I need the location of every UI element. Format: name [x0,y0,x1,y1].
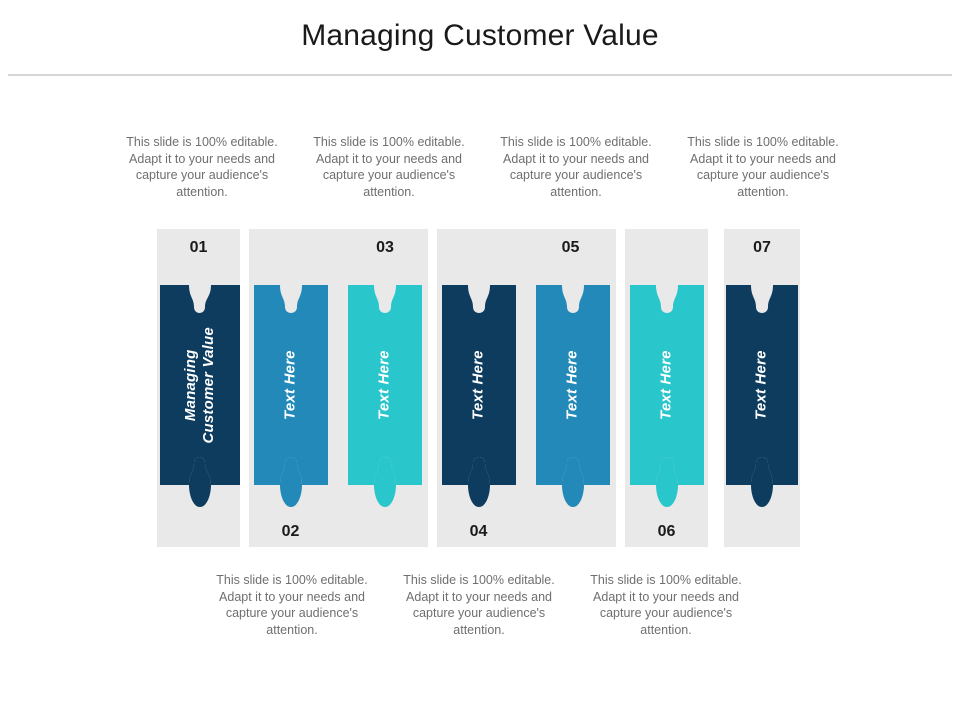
bar-3-shape [348,285,422,507]
bar-7[interactable]: Text Here [726,285,798,507]
bar-5-shape [536,285,610,507]
bar-4[interactable]: Text Here [442,285,516,507]
bar-2[interactable]: Text Here [254,285,328,507]
caption-top-2: This slide is 100% editable. Adapt it to… [313,135,465,199]
caption-bottom-3: This slide is 100% editable. Adapt it to… [590,573,742,637]
caption-top-1: This slide is 100% editable. Adapt it to… [126,135,278,199]
caption-top-4: This slide is 100% editable. Adapt it to… [687,135,839,199]
number-01: 01 [189,239,208,256]
bar-4-shape [442,285,516,507]
number-05: 05 [561,239,580,256]
number-04: 04 [469,523,488,540]
caption-bottom-1: This slide is 100% editable. Adapt it to… [216,573,368,637]
bar-1[interactable]: Managing Customer Value [160,285,240,507]
page-title: Managing Customer Value [301,19,659,52]
number-02: 02 [281,523,300,540]
number-07: 07 [753,239,771,256]
bar-1-shape [160,285,240,507]
bar-2-shape [254,285,328,507]
caption-bottom-2: This slide is 100% editable. Adapt it to… [403,573,555,637]
number-03: 03 [376,239,394,256]
bar-6[interactable]: Text Here [630,285,704,507]
bar-7-shape [726,285,798,507]
caption-top-3: This slide is 100% editable. Adapt it to… [500,135,652,199]
bar-6-shape [630,285,704,507]
bar-3[interactable]: Text Here [348,285,422,507]
bar-5[interactable]: Text Here [536,285,610,507]
number-06: 06 [657,523,676,540]
title-divider [8,74,952,76]
